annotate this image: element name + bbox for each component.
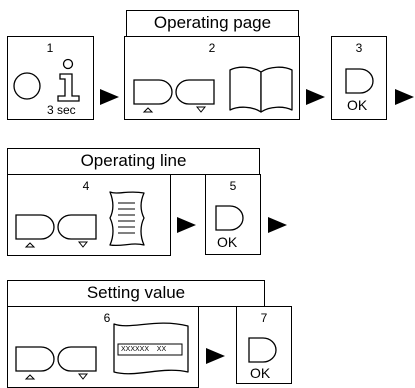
step-number: 2 xyxy=(208,41,216,55)
down-key-icon xyxy=(57,214,97,248)
ok-key-icon xyxy=(345,68,374,94)
section-title: Operating line xyxy=(80,151,187,170)
step-caption: 3 sec xyxy=(47,103,76,117)
section-title: Operating page xyxy=(153,13,272,32)
step-1-box xyxy=(7,36,94,120)
right-triangle-arrow-icon xyxy=(268,217,287,233)
info-key-icon xyxy=(57,58,80,102)
down-key-icon xyxy=(175,79,215,113)
section-title-box xyxy=(7,280,265,307)
section-title: Setting value xyxy=(86,283,186,302)
step-number: 7 xyxy=(260,311,268,325)
up-key-icon xyxy=(15,346,55,380)
ok-key-icon xyxy=(248,337,277,363)
step-number: 6 xyxy=(103,311,111,325)
value-display-icon xyxy=(113,322,189,375)
step-number: 4 xyxy=(82,179,90,193)
step-caption: OK xyxy=(250,365,271,381)
right-triangle-arrow-icon xyxy=(306,89,325,105)
step-caption: OK xyxy=(347,97,368,113)
scroll-page-icon xyxy=(109,191,145,247)
ok-key-icon xyxy=(215,205,244,231)
power-button-icon xyxy=(13,72,41,100)
right-triangle-arrow-icon xyxy=(177,217,196,233)
right-triangle-arrow-icon xyxy=(395,89,414,105)
right-triangle-arrow-icon xyxy=(206,348,225,364)
step-caption: OK xyxy=(217,234,238,250)
step-number: 3 xyxy=(355,41,363,55)
up-key-icon xyxy=(15,214,55,248)
open-book-icon xyxy=(229,66,293,113)
step-number: 5 xyxy=(229,179,237,193)
up-key-icon xyxy=(133,79,173,113)
down-key-icon xyxy=(57,346,97,380)
section-title-box xyxy=(7,148,260,175)
value-display-text: XXXXXX XX xyxy=(121,346,167,353)
right-triangle-arrow-icon xyxy=(100,89,119,105)
step-number: 1 xyxy=(46,41,54,55)
